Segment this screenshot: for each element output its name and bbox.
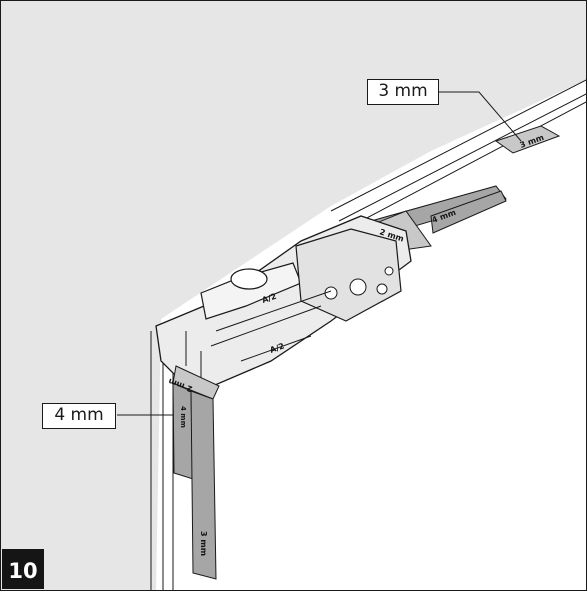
adjust-hole-1 (349, 278, 367, 296)
gauge-strip-top-right (430, 190, 507, 234)
leader-line-top (439, 91, 522, 142)
callout-left: 4 mm (42, 403, 116, 429)
gauge-label-left-bottom: 3 mm (199, 531, 208, 556)
gauge-vertical-long (190, 390, 217, 580)
round-knob (230, 268, 268, 290)
mechanism-detail-lines (185, 290, 332, 381)
unit-symbol-top: A/2 (261, 292, 278, 305)
gauge-vertical-thin (172, 382, 194, 480)
adjust-hole-2 (376, 283, 388, 295)
callout-top: 3 mm (367, 79, 439, 105)
screw-head (324, 286, 338, 300)
gauge-strip-thin (494, 125, 561, 154)
step-number-badge: 10 (2, 549, 44, 589)
gauge-label-left-side: 4 mm (179, 406, 187, 428)
top-edge-lines (330, 79, 586, 230)
adjust-hole-3 (384, 266, 394, 276)
